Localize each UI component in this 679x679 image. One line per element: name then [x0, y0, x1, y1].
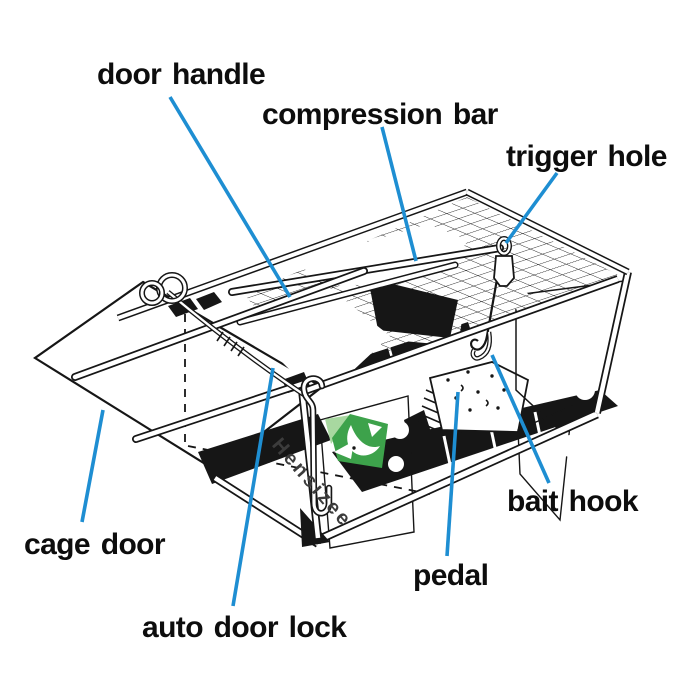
leader-trigger-hole	[504, 171, 559, 245]
label-auto-door-lock: auto door lock	[142, 611, 347, 644]
leader-compression-bar	[380, 126, 418, 262]
label-door-handle: door handle	[97, 58, 266, 91]
leader-pedal	[445, 391, 460, 557]
cage-frame	[116, 188, 632, 548]
leader-bait-hook	[490, 354, 551, 484]
door-slide-rods	[71, 267, 368, 443]
label-pedal: pedal	[413, 559, 489, 592]
leader-auto-door-lock	[231, 367, 275, 607]
label-bait-hook: bait hook	[507, 485, 639, 518]
hinge-block	[196, 292, 222, 310]
auto-door-lock-wire	[300, 375, 333, 517]
label-trigger-hole: trigger hole	[506, 140, 667, 173]
pull-wire	[166, 290, 308, 399]
label-compression-bar: compression bar	[262, 98, 498, 131]
brand-logo-icon	[325, 414, 388, 468]
trigger-hole-ring	[493, 236, 515, 287]
pedal-plate	[428, 361, 530, 433]
label-cage-door: cage door	[24, 528, 166, 561]
mesh-front-right-wedge	[517, 404, 573, 522]
leader-cage-door	[80, 409, 105, 523]
leader-door-handle	[168, 96, 292, 298]
trap-mechanism	[71, 236, 515, 517]
leader-lines	[80, 96, 559, 607]
floor-shadow-doorway	[198, 414, 331, 484]
door-handle-loop	[139, 272, 188, 306]
trigger-rod	[470, 261, 502, 351]
